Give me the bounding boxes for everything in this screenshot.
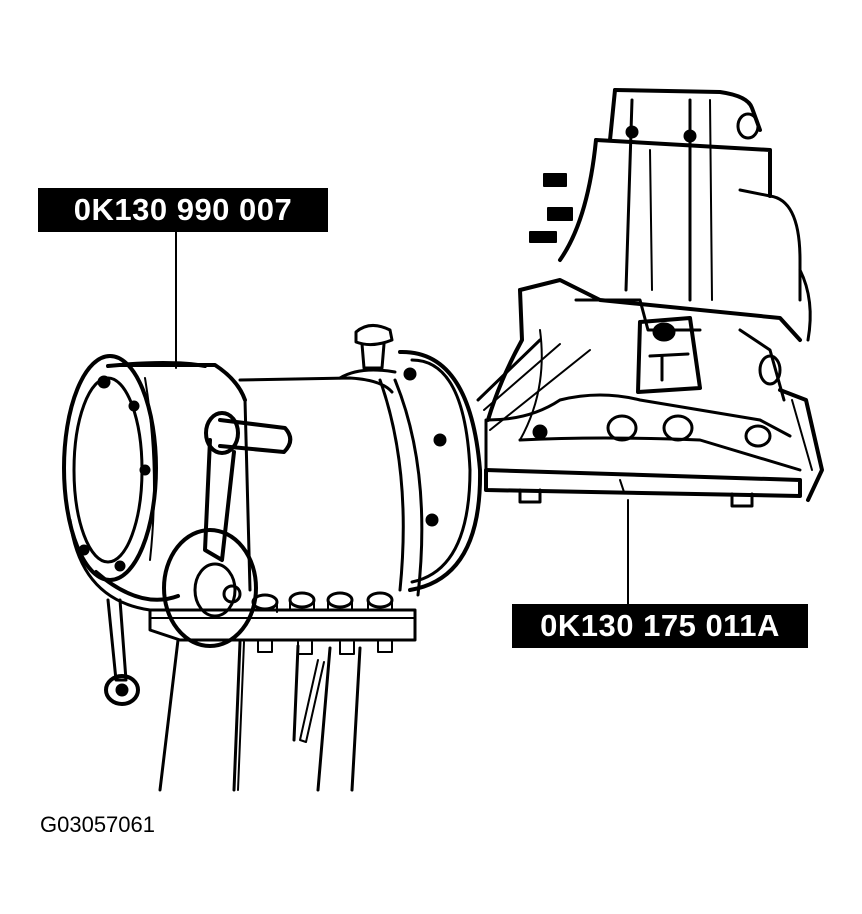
transmission-housing <box>476 88 824 508</box>
stand-legs <box>158 638 362 792</box>
crank-handle <box>162 411 293 648</box>
callout-tool-part-number: 0K130 990 007 <box>38 188 328 232</box>
pivot-arm <box>104 598 140 706</box>
figure-id-label: G03057061 <box>40 812 155 837</box>
callout-transmission-part-number: 0K130 175 011A <box>512 604 808 648</box>
fixture-tool-housing <box>62 324 483 612</box>
stand-base-plate <box>148 591 417 655</box>
